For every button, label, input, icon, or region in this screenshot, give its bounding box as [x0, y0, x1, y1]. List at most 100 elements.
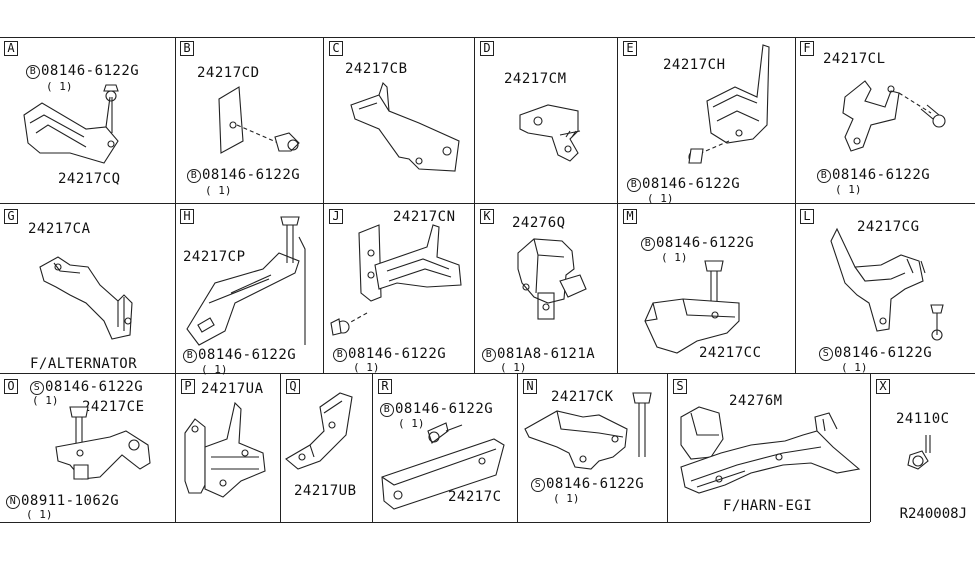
bracket-sketch [519, 104, 581, 162]
cell-P: P 24217UA [175, 373, 280, 522]
part-number: 24217CQ [58, 171, 121, 187]
grid-line-row1 [0, 203, 975, 204]
cell-X: X 24110C [870, 373, 975, 522]
bracket-sketch [186, 216, 306, 346]
cell-tag: E [623, 41, 637, 56]
fastener-prefix: B [187, 169, 201, 183]
part-number: 08911-1062G [21, 493, 120, 509]
bracket-sketch [218, 86, 300, 154]
cell-tag: Q [286, 379, 300, 394]
part-number: 08146-6122G [198, 347, 297, 363]
part-number: 08146-6122G [832, 167, 931, 183]
part-number: 08146-6122G [41, 63, 140, 79]
fastener-prefix: S [819, 347, 833, 361]
bracket-sketch [644, 260, 740, 354]
part-quantity: ( 1) [661, 251, 688, 264]
part-number: 24217CL [823, 51, 886, 67]
cell-tag: J [329, 209, 343, 224]
grid-line-v [280, 373, 281, 522]
fastener-prefix: B [333, 348, 347, 362]
part-quantity: ( 1) [647, 192, 674, 205]
cell-tag: K [480, 209, 494, 224]
cell-tag: C [329, 41, 343, 56]
fastener-prefix: B [380, 403, 394, 417]
part-quantity: ( 1) [835, 183, 862, 196]
grid-line-v [517, 373, 518, 522]
fastener-prefix: B [627, 178, 641, 192]
bracket-sketch [285, 392, 353, 470]
bracket-sketch [524, 392, 652, 470]
grid-line-v [175, 373, 176, 522]
part-number: 24217CK [551, 389, 614, 405]
part-number: 24217CN [393, 209, 456, 225]
part-number: 08146-6122G [348, 346, 447, 362]
part-number: 24217C [448, 489, 502, 505]
cell-Q: Q 24217UB [280, 373, 372, 522]
part-number: 081A8-6121A [497, 346, 596, 362]
part-quantity: ( 1) [32, 394, 59, 407]
part-quantity: ( 1) [553, 492, 580, 505]
part-number: 08146-6122G [546, 476, 645, 492]
bracket-sketch [350, 81, 460, 172]
bracket-sketch [23, 84, 119, 164]
part-quantity: ( 1) [398, 417, 425, 430]
grid-line-v [372, 373, 373, 522]
part-number: 08146-6122G [395, 401, 494, 417]
part-quantity: ( 1) [353, 361, 380, 374]
cell-tag: R [378, 379, 392, 394]
fastener-prefix: B [26, 65, 40, 79]
sensor-sketch [517, 238, 587, 320]
bracket-sketch [330, 224, 462, 336]
fastener-prefix: S [30, 381, 44, 395]
grid-line-v [323, 37, 324, 373]
part-number: 08146-6122G [202, 167, 301, 183]
cell-tag: P [181, 379, 195, 394]
cell-G: G 24217CA F/ALTERNATOR [0, 203, 175, 373]
cell-tag: D [480, 41, 494, 56]
grid-line-bottom [0, 522, 870, 523]
part-number: 24217CD [197, 65, 260, 81]
part-number: 24217CB [345, 61, 408, 77]
part-number: 24217CG [857, 219, 920, 235]
cell-tag: S [673, 379, 687, 394]
bracket-sketch [184, 401, 266, 498]
grid-line-v [474, 37, 475, 373]
part-quantity: ( 1) [205, 184, 232, 197]
part-number: 24217CP [183, 249, 246, 265]
part-quantity: ( 1) [26, 508, 53, 521]
cell-tag: L [800, 209, 814, 224]
fastener-prefix: B [641, 237, 655, 251]
cell-C: C 24217CB [323, 37, 474, 203]
part-number: 08146-6122G [45, 379, 144, 395]
cell-tag: O [4, 379, 18, 394]
grid-line-v [175, 37, 176, 373]
part-number: 24276M [729, 393, 783, 409]
grid-line-v [617, 37, 618, 373]
cell-tag: A [4, 41, 18, 56]
cell-tag: N [523, 379, 537, 394]
bracket-sketch [688, 44, 770, 164]
fastener-prefix: B [482, 348, 496, 362]
grid-line-row2 [0, 373, 975, 374]
part-number: 08146-6122G [656, 235, 755, 251]
cell-D: D 24217CM [474, 37, 617, 203]
cell-tag: G [4, 209, 18, 224]
bracket-sketch [55, 406, 151, 480]
bolt-sketch [907, 435, 931, 470]
part-note: F/ALTERNATOR [30, 356, 138, 372]
bracket-sketch [842, 80, 946, 152]
